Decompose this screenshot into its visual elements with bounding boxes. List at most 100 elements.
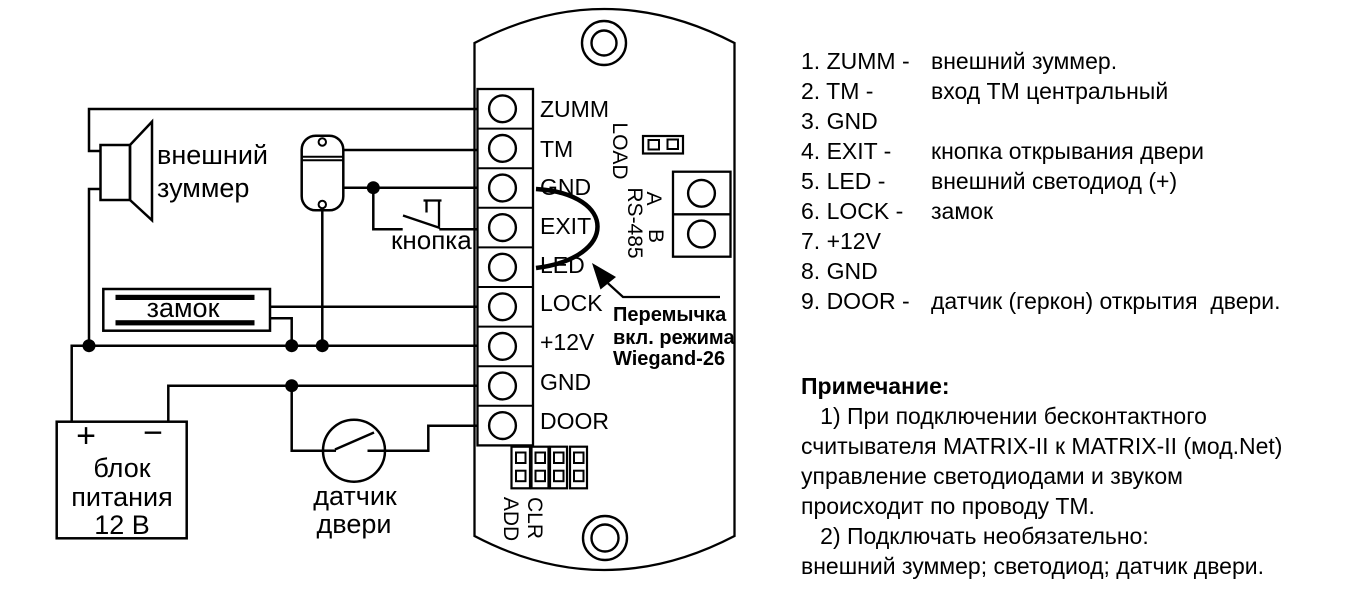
wiegand-note-line1: Перемычка [613, 304, 727, 326]
legend-row: 5. LED - внешний светодиод (+) [801, 166, 1281, 196]
wiegand-note-line2: вкл. режима [613, 327, 735, 349]
door-sensor-label-line1: датчик [313, 481, 397, 511]
psu-box [55, 420, 188, 540]
door-sensor-label-line2: двери [317, 509, 392, 539]
terminal-separators [477, 127, 533, 407]
tm-reader-icon [300, 134, 345, 212]
controller-board [473, 7, 736, 572]
exit-button: кнопка [391, 199, 472, 255]
clr-jumper-label: CLR [523, 497, 546, 539]
callout-arrow-line [607, 282, 720, 299]
junction-dot [285, 379, 299, 393]
rs485-label: RS-485 [623, 187, 646, 258]
psu-label-line2: питания [71, 482, 172, 512]
note-line: 2) Подключать необязательно: [801, 523, 1149, 549]
buzzer-label-line2: зуммер [157, 173, 249, 203]
load-jumper: LOAD [608, 122, 685, 180]
psu-minus-sign: − [143, 414, 163, 452]
callout-arrowhead-icon [592, 263, 616, 290]
rs485-b-label: B [644, 229, 667, 243]
legend-term: 8. GND [801, 258, 878, 284]
lock-label: замок [147, 293, 220, 323]
note-line: происходит по проводу ТМ. [801, 493, 1095, 519]
terminal-label-exit: EXIT [540, 213, 591, 239]
note-line: считывателя MATRIX-II к MATRIX-II (мод.N… [801, 433, 1283, 459]
legend-desc: кнопка открывания двери [931, 138, 1204, 164]
wire-buzzer-to-12v [87, 187, 101, 346]
legend-term: 3. GND [801, 108, 878, 134]
rs485-terminal: A RS-485 B [623, 170, 732, 259]
legend-row: 4. EXIT - кнопка открывания двери [801, 136, 1281, 166]
push-button-icon [402, 199, 442, 230]
legend-desc: внешний светодиод (+) [931, 168, 1178, 194]
wire-gnd-rail [167, 384, 478, 422]
device-outline [473, 7, 736, 572]
terminal-label-zumm: ZUMM [540, 96, 609, 122]
legend-row: 1. ZUMM - внешний зуммер. [801, 46, 1281, 76]
add-jumper-label: ADD [499, 497, 522, 541]
legend-desc: замок [931, 198, 994, 224]
door-sensor-icon [321, 418, 387, 483]
legend-term: 6. LOCK - [801, 198, 904, 224]
legend-row: 3. GND [801, 106, 1281, 136]
terminal-label-12v: +12V [540, 329, 595, 355]
legend-term: 7. +12V [801, 228, 881, 254]
psu-label-line3: 12 В [94, 510, 150, 540]
legend-row: 2. TM - вход ТМ центральный [801, 76, 1281, 106]
legend-term: 5. LED - [801, 168, 886, 194]
note-line: внешний зуммер; светодиод; датчик двери. [801, 553, 1264, 579]
terminal-label-door: DOOR [540, 408, 609, 434]
psu-label-line1: блок [93, 453, 150, 483]
speaker-icon [99, 118, 154, 224]
wiegand-jumper: Перемычка вкл. режима Wiegand-26 [535, 186, 735, 370]
load-jumper-label: LOAD [608, 122, 631, 179]
legend-term: 2. TM - [801, 78, 874, 104]
lock: замок [102, 287, 272, 332]
legend-desc: вход ТМ центральный [931, 78, 1169, 104]
junction-dot [285, 339, 299, 353]
wiring-diagram-canvas: ZUMM TM GND EXIT LED LOCK +12V GND DOOR … [55, 7, 736, 572]
legend-term: 1. ZUMM - [801, 48, 910, 74]
wire-button-drop [372, 187, 403, 231]
mounting-hole-bottom-icon [581, 514, 629, 562]
lock-icon [102, 287, 272, 332]
power-supply: + − блок питания 12 В [55, 414, 188, 540]
wiegand-note-line3: Wiegand-26 [613, 348, 725, 370]
note-line: 1) При подключении бесконтактного [801, 403, 1207, 429]
legend-row: 6. LOCK - замок [801, 196, 1281, 226]
wire-lock-to-12v [270, 317, 293, 346]
terminal-label-gnd2: GND [540, 369, 591, 395]
wire-buzzer-to-zumm [87, 107, 478, 153]
wiegand-jumper-arc [535, 186, 600, 271]
legend-desc: внешний зуммер. [931, 48, 1118, 74]
terminal-block: ZUMM TM GND EXIT LED LOCK +12V GND DOOR [476, 87, 609, 447]
legend-term: 4. EXIT - [801, 138, 892, 164]
wire-sensor-left [290, 385, 323, 452]
terminal-screws [487, 94, 518, 441]
buzzer-label-line1: внешний [157, 140, 268, 170]
legend-row: 7. +12V [801, 226, 1281, 256]
note-block: Примечание: 1) При подключении бесконтак… [801, 371, 1282, 581]
wire-sensor-to-door [385, 424, 478, 452]
legend-desc: датчик (геркон) открытия двери. [931, 288, 1281, 314]
door-sensor: датчик двери [313, 418, 397, 539]
legend-row: 8. GND [801, 256, 1281, 286]
legend-term: 9. DOOR - [801, 288, 910, 314]
terminal-label-lock: LOCK [540, 290, 603, 316]
junction-dot [82, 339, 96, 353]
config-jumpers: ADD CLR [499, 445, 589, 541]
rs485-a-label: A [642, 191, 665, 205]
terminal-label-tm: TM [540, 136, 573, 162]
junction-dots [82, 181, 380, 393]
wires [70, 107, 478, 452]
terminal-legend: 1. ZUMM - внешний зуммер. 2. TM - вход ТМ … [801, 46, 1281, 316]
buzzer: внешний зуммер [99, 118, 268, 224]
psu-plus-sign: + [76, 417, 96, 455]
wire-12v-rail [70, 344, 478, 422]
button-label: кнопка [391, 225, 472, 255]
legend-row: 9. DOOR - датчик (геркон) открытия двери. [801, 286, 1281, 316]
junction-dot [315, 339, 329, 353]
note-title: Примечание: [801, 373, 950, 399]
note-line: управление светодиодами и звуком [801, 463, 1183, 489]
